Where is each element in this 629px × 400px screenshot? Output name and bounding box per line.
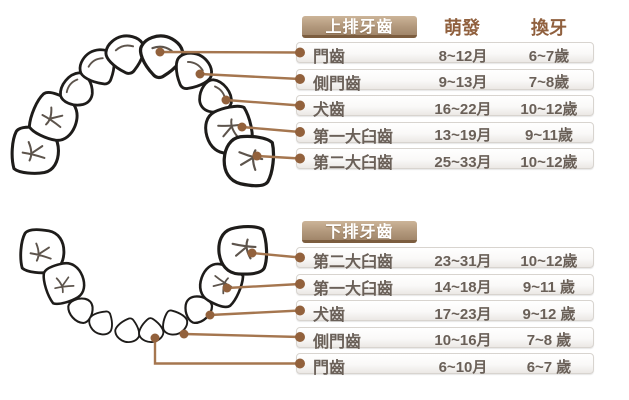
replacement-age: 7~8歲 — [528, 74, 570, 91]
replacement-age: 7~8 歲 — [526, 332, 572, 349]
tooth-name: 第二大臼齒 — [313, 254, 394, 271]
upper-table: 上排牙齒 萌發 換牙 門齒 8~12月 6~7歲 側門齒 9~13月 7~8歲 … — [296, 16, 594, 175]
lower-table-header: 下排牙齒 — [296, 221, 594, 246]
lower-table: 下排牙齒 第二大臼齒 23~31月 10~12歲 第一大臼齒 14~18月 9~… — [296, 221, 594, 380]
tooth-name: 犬齒 — [313, 102, 346, 119]
eruption-age: 9~13月 — [438, 74, 488, 91]
replacement-age: 6~7 歲 — [526, 358, 572, 376]
column-header-replacement: 換牙 — [531, 18, 567, 38]
table-row: 門齒 8~12月 6~7歲 — [296, 42, 594, 66]
upper-table-header: 上排牙齒 萌發 換牙 — [296, 16, 594, 41]
replacement-age: 9~11 歲 — [522, 279, 576, 296]
replacement-age: 6~7歲 — [528, 47, 570, 65]
tooth-name: 犬齒 — [313, 307, 346, 324]
table-row: 第二大臼齒 25~33月 10~12歲 — [296, 148, 594, 172]
table-row: 門齒 6~10月 6~7 歲 — [296, 353, 594, 377]
tooth-name: 門齒 — [313, 360, 346, 377]
replacement-age: 9~11歲 — [525, 127, 573, 144]
eruption-age: 14~18月 — [434, 279, 492, 296]
table-row: 犬齒 17~23月 9~12 歲 — [296, 300, 594, 324]
table-row: 第一大臼齒 13~19月 9~11歲 — [296, 121, 594, 146]
tooth-name: 第二大臼齒 — [313, 155, 394, 172]
lower-arch — [18, 223, 270, 346]
table-row: 側門齒 9~13月 7~8歲 — [296, 68, 594, 93]
eruption-age: 10~16月 — [434, 332, 492, 349]
column-header-eruption: 萌發 — [444, 18, 480, 38]
table-row: 第二大臼齒 23~31月 10~12歲 — [296, 247, 594, 271]
eruption-age: 13~19月 — [434, 127, 492, 144]
eruption-age: 16~22月 — [434, 100, 492, 118]
eruption-age: 23~31月 — [434, 252, 492, 270]
eruption-age: 17~23月 — [434, 305, 492, 323]
replacement-age: 10~12歲 — [520, 100, 578, 118]
table-row: 側門齒 10~16月 7~8 歲 — [296, 326, 594, 351]
tooth-name: 側門齒 — [313, 333, 362, 351]
eruption-age: 8~12月 — [438, 47, 488, 65]
tooth-name: 第一大臼齒 — [313, 280, 394, 298]
tooth-name: 側門齒 — [313, 75, 362, 93]
tooth-name: 第一大臼齒 — [313, 128, 394, 146]
replacement-age: 10~12歲 — [520, 153, 578, 171]
replacement-age: 9~12 歲 — [522, 305, 576, 323]
upper-arch — [9, 30, 277, 189]
table-row: 犬齒 16~22月 10~12歲 — [296, 95, 594, 119]
upper-table-title: 上排牙齒 — [302, 16, 417, 38]
upper-teeth-diagram — [9, 30, 277, 189]
eruption-age: 25~33月 — [434, 153, 492, 171]
table-row: 第一大臼齒 14~18月 9~11 歲 — [296, 273, 594, 298]
eruption-age: 6~10月 — [438, 358, 488, 376]
lower-table-title: 下排牙齒 — [302, 221, 417, 243]
replacement-age: 10~12歲 — [520, 252, 578, 270]
lower-teeth-diagram — [18, 223, 270, 346]
tooth-name: 門齒 — [313, 49, 346, 66]
